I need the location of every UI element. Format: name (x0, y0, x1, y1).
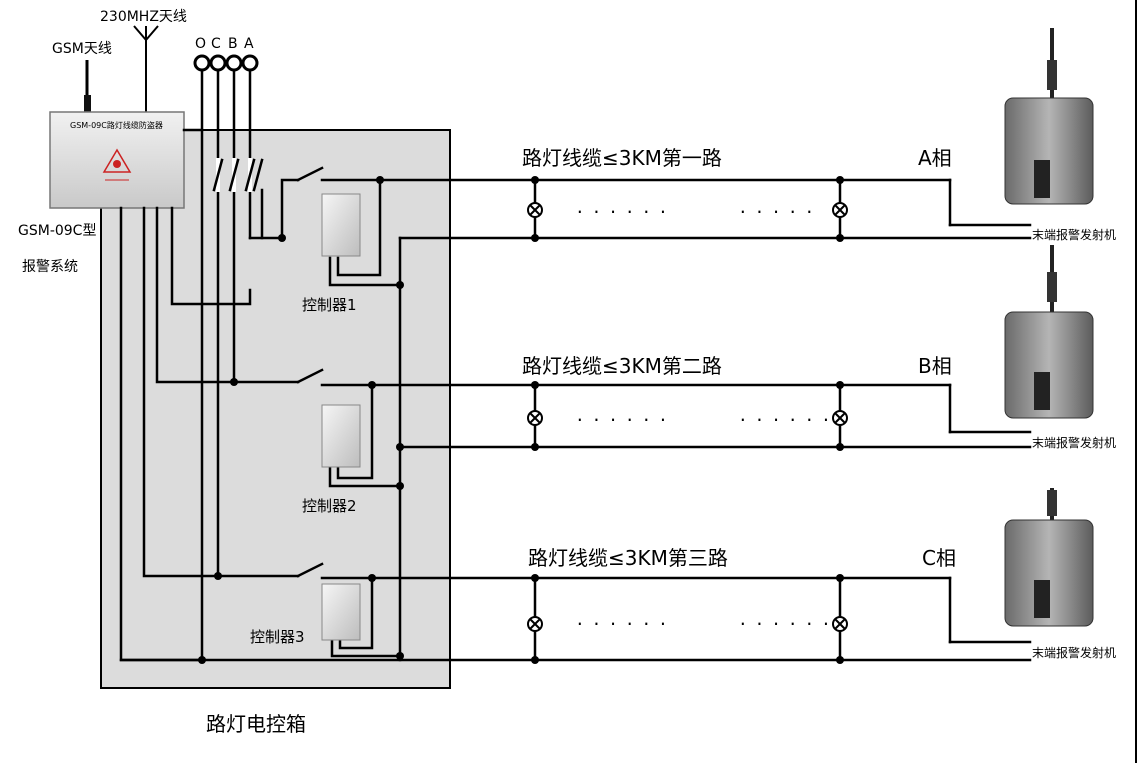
circuit-3-transmitter: 末端报警发射机 (1032, 646, 1117, 660)
phase-b-label: B (228, 36, 238, 52)
controller-3-label: 控制器3 (250, 628, 305, 646)
circuit-3-title: 路灯线缆≤3KM第三路 (528, 546, 728, 570)
alarm-device-icon (49, 111, 185, 209)
alarm-system-model: GSM-09C型 (18, 223, 97, 239)
circuit-3-dots-left: ...... (575, 610, 675, 629)
circuit-1-dots-right: ..... (738, 198, 822, 217)
radio-antenna-icon (133, 25, 159, 112)
gsm-antenna-icon (84, 60, 91, 113)
circuit-2-title: 路灯线缆≤3KM第二路 (522, 354, 722, 378)
gsm-antenna-label: GSM天线 (52, 41, 112, 57)
circuit-1-dots-left: ...... (575, 198, 675, 217)
controller-1-label: 控制器1 (302, 296, 357, 314)
circuit-2-transmitter: 末端报警发射机 (1032, 436, 1117, 450)
controller-1-icon (321, 193, 361, 257)
circuit-2-dots-right: ...... (738, 406, 838, 425)
phase-a-label: A (244, 36, 254, 52)
alarm-device-panel-label: GSM-09C路灯线缆防盗器 (70, 121, 163, 130)
circuit-2-dots-left: ...... (575, 406, 675, 425)
radio-antenna-label: 230MHZ天线 (100, 9, 187, 25)
phase-o-label: O (195, 36, 207, 52)
transmitter-2-icon (1004, 245, 1094, 419)
circuit-3-phase: C相 (922, 546, 956, 570)
circuit-2-phase: B相 (918, 354, 952, 378)
lamp-icons (527, 202, 848, 632)
control-box-panel (100, 129, 451, 689)
phase-terminal-icons (193, 54, 259, 72)
circuit-1-phase: A相 (918, 146, 952, 170)
alarm-system-name: 报警系统 (22, 259, 78, 275)
controller-2-icon (321, 404, 361, 468)
controller-3-icon (321, 583, 361, 641)
transmitter-3-icon (1004, 488, 1094, 627)
junction-dots (198, 176, 844, 664)
transmitter-1-icon (1004, 28, 1094, 205)
phase-c-label: C (211, 36, 221, 52)
control-box-label: 路灯电控箱 (206, 712, 306, 736)
circuit-1-title: 路灯线缆≤3KM第一路 (522, 146, 722, 170)
circuit-1-transmitter: 末端报警发射机 (1032, 228, 1117, 242)
controller-2-label: 控制器2 (302, 497, 357, 515)
circuit-3-dots-right: ...... (738, 610, 838, 629)
